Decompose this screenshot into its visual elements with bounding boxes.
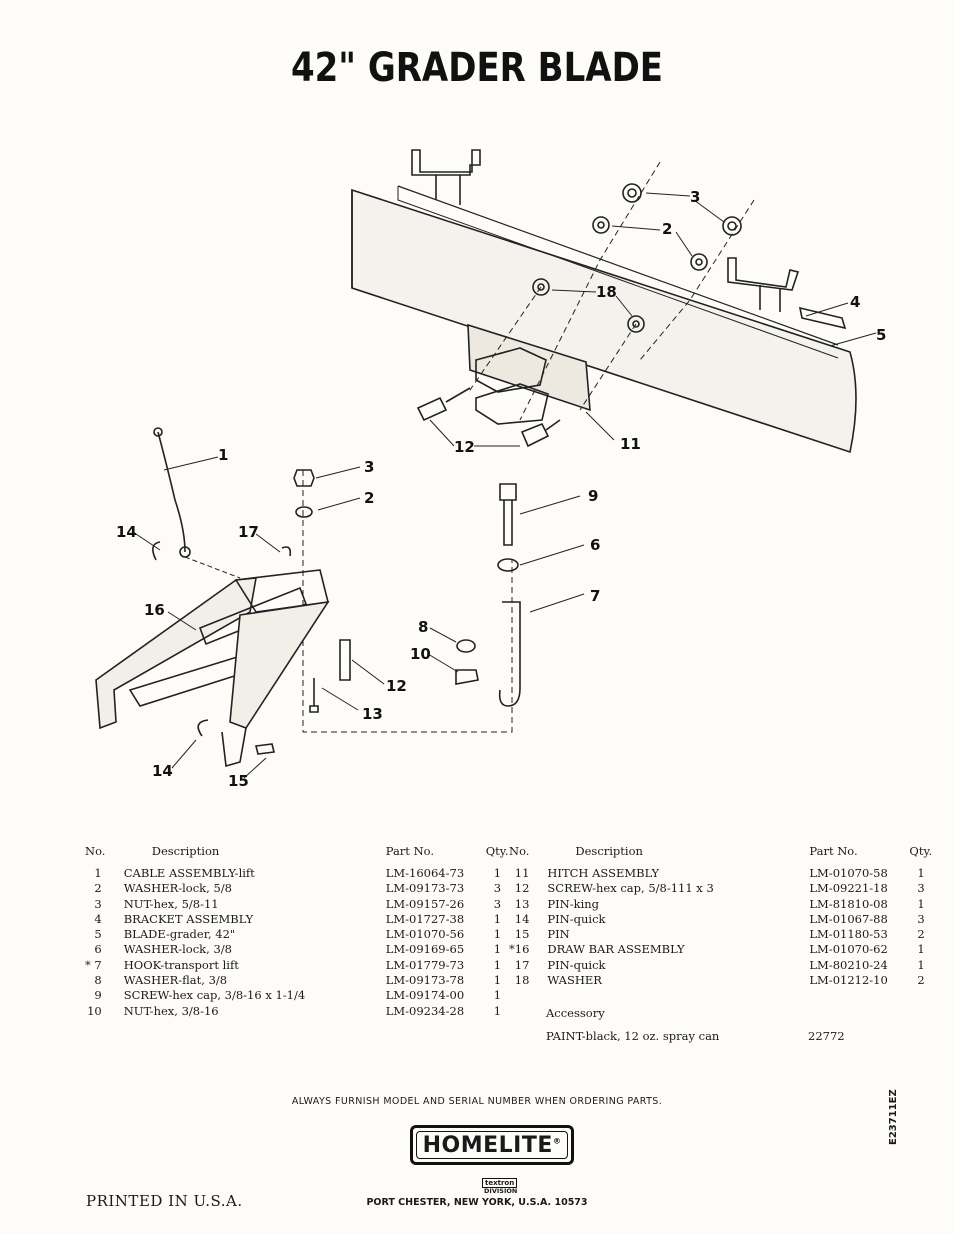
callout-7: 7 (590, 587, 600, 605)
lock-washer (592, 216, 610, 234)
ordering-note: ALWAYS FURNISH MODEL AND SERIAL NUMBER W… (291, 1096, 663, 1107)
document-number: E23711EZ (888, 1089, 899, 1145)
callout-18: 18 (596, 283, 617, 301)
printed-in-usa: PRINTED IN U.S.A. (86, 1192, 243, 1210)
callout-1: 1 (218, 446, 228, 464)
division-label: DIVISION (484, 1187, 518, 1195)
callout-10: 10 (410, 645, 431, 663)
callout-3: 3 (364, 458, 374, 476)
accessory-part-no: 22772 (808, 1029, 845, 1043)
accessory-item: PAINT-black, 12 oz. spray can (546, 1029, 720, 1043)
callout-5: 5 (876, 326, 886, 344)
col-description: Description (575, 844, 643, 858)
col-qty: Qty. (909, 844, 933, 858)
logo-text: HOMELITE® (422, 1132, 562, 1158)
lift-cable (157, 431, 186, 553)
col-no: No. (85, 844, 106, 858)
accessory-label: Accessory (546, 1006, 605, 1020)
callout-11: 11 (620, 435, 641, 453)
exploded-parts-diagram: 3 2 18 4 5 11 12 1 3 2 9 6 7 14 17 16 8 … (95, 149, 886, 790)
col-description: Description (151, 844, 220, 858)
draw-bar-assembly (95, 569, 330, 768)
callout-2: 2 (662, 220, 672, 238)
callout-12: 12 (386, 677, 407, 695)
col-part-no: Part No. (809, 844, 858, 858)
col-qty: Qty. (485, 844, 509, 858)
bracket-assembly (411, 149, 847, 330)
hex-nut (622, 183, 642, 203)
callout-3: 3 (690, 188, 700, 206)
callout-6: 6 (590, 536, 600, 554)
grader-blade (351, 185, 857, 454)
callout-8: 8 (418, 618, 428, 636)
callout-13: 13 (362, 705, 383, 723)
hitch-assembly (467, 323, 591, 425)
hex-cap-screw (416, 396, 448, 422)
callout-15: 15 (228, 772, 249, 790)
callout-17: 17 (238, 523, 259, 541)
callout-14: 14 (152, 762, 173, 780)
textron-logo: textron (482, 1178, 518, 1188)
callout-16: 16 (144, 601, 165, 619)
callout-12: 12 (454, 438, 475, 456)
callout-14: 14 (116, 523, 137, 541)
address: PORT CHESTER, NEW YORK, U.S.A. 10573 (366, 1197, 588, 1208)
callout-9: 9 (588, 487, 598, 505)
col-no: No. (509, 844, 530, 858)
homelite-logo: HOMELITE® (410, 1125, 574, 1165)
callout-4: 4 (850, 293, 860, 311)
col-part-no: Part No. (385, 844, 435, 858)
page-title: 42" GRADER BLADE (290, 44, 664, 92)
callout-2: 2 (364, 489, 374, 507)
transport-hook (498, 601, 521, 707)
